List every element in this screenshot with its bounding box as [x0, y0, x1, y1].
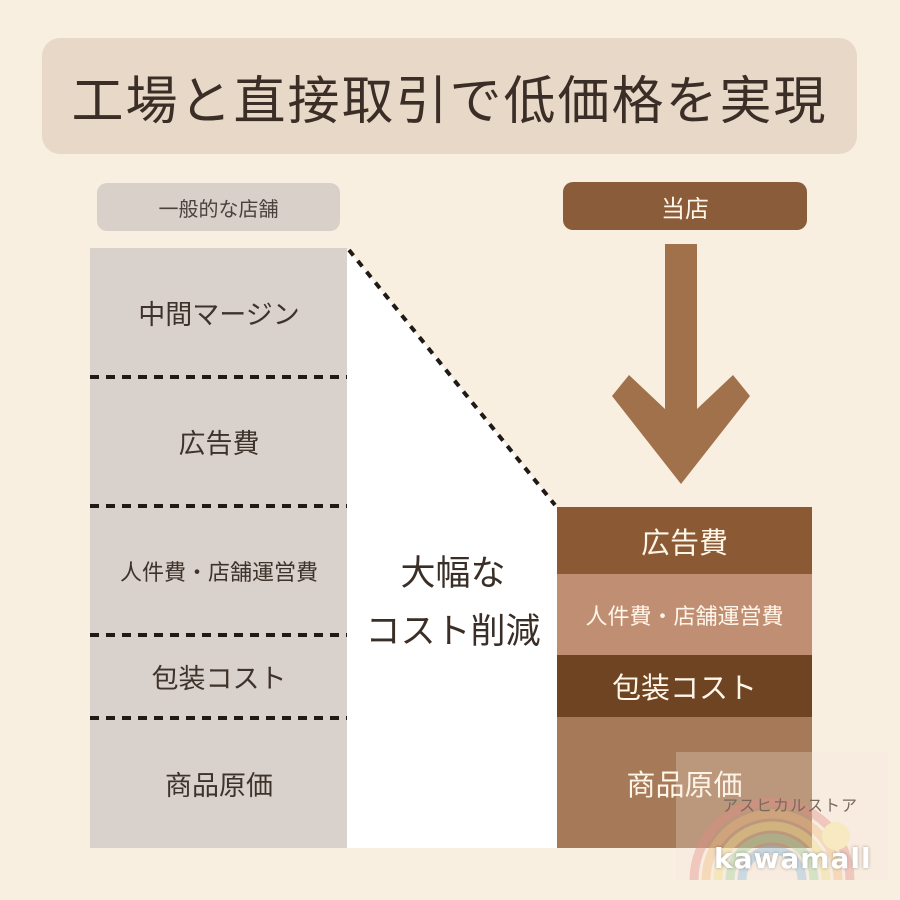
general-item-margin: 中間マージン: [138, 300, 300, 331]
watermark-text: kawamall: [714, 842, 872, 875]
page-title: 工場と直接取引で低価格を実現: [71, 71, 828, 132]
our-store-cost-stack: 広告費 人件費・店舗運営費 包装コスト 商品原価: [557, 507, 812, 848]
general-item-labor: 人件費・店舗運営費: [119, 560, 318, 586]
general-store-cost-stack: 中間マージン 広告費 人件費・店舗運営費 包装コスト 商品原価: [90, 248, 348, 848]
our-item-advertising: 広告費: [557, 507, 812, 574]
general-item-packaging: 包装コスト: [151, 664, 287, 695]
general-store-label: 一般的な店舗: [97, 183, 340, 231]
cost-reduction-line2: コスト削減: [365, 612, 541, 652]
general-item-advertising: 広告費: [178, 429, 260, 460]
wedge-area: [347, 248, 557, 848]
down-arrow-icon: [612, 244, 750, 484]
cost-reduction-line1: 大幅な: [400, 554, 506, 594]
watermark-logo: [676, 752, 888, 880]
watermark-label: アスヒカルストア: [722, 796, 859, 815]
general-item-product: 商品原価: [165, 770, 273, 802]
title-banner: 工場と直接取引で低価格を実現: [42, 38, 857, 154]
cost-reduction-wedge: [347, 248, 557, 848]
our-item-labor: 人件費・店舗運営費: [557, 574, 812, 655]
general-stack-dividers: [90, 375, 348, 720]
our-item-packaging: 包装コスト: [557, 655, 812, 717]
cost-reduction-text: 大幅な コスト削減: [348, 545, 558, 661]
our-store-label: 当店: [563, 182, 807, 230]
